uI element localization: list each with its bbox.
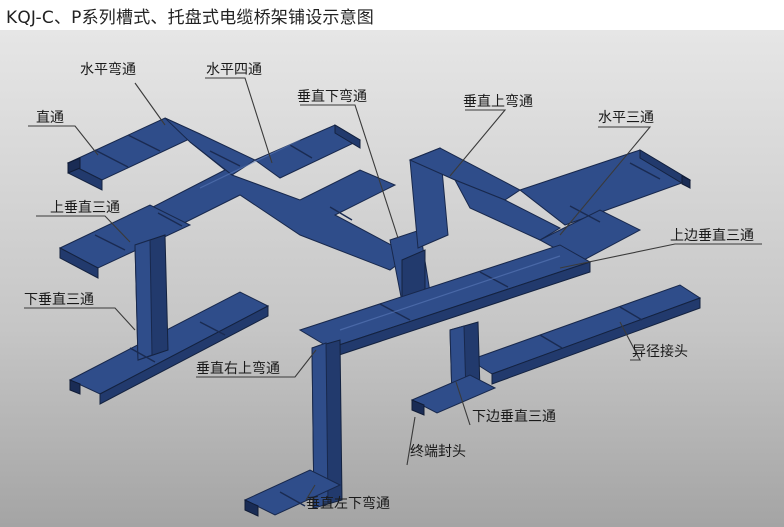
label-vertical-up-elbow: 垂直上弯通: [463, 93, 533, 110]
label-upper-vertical-tee: 上垂直三通: [50, 199, 120, 216]
label-lower-vertical-tee: 下垂直三通: [24, 291, 94, 308]
cable-tray-diagram: 水平弯通 水平四通 直通 垂直下弯通 垂直上弯通 水平三通 上垂直三通 上边垂直…: [0, 30, 784, 527]
component-labels: 水平弯通 水平四通 直通 垂直下弯通 垂直上弯通 水平三通 上垂直三通 上边垂直…: [24, 61, 754, 512]
label-vertical-right-up-elbow: 垂直右上弯通: [196, 360, 280, 377]
top-level-trays: [58, 117, 702, 405]
label-horizontal-cross: 水平四通: [206, 62, 262, 78]
leader-lines: [24, 77, 762, 501]
label-vertical-left-down-elbow: 垂直左下弯通: [306, 495, 390, 512]
vertical-risers: [134, 234, 497, 517]
label-horizontal-elbow: 水平弯通: [80, 61, 136, 78]
label-lower-side-vertical-tee: 下边垂直三通: [472, 408, 556, 425]
label-reducer: 异径接头: [632, 343, 688, 360]
label-end-cap: 终端封头: [410, 444, 466, 460]
label-vertical-down-elbow: 垂直下弯通: [297, 88, 367, 105]
background-panel: [0, 30, 784, 527]
label-straight: 直通: [36, 109, 64, 126]
diagram-title: KQJ-C、P系列槽式、托盘式电缆桥架铺设示意图: [6, 8, 374, 28]
label-horizontal-tee: 水平三通: [598, 110, 654, 126]
label-upper-side-vertical-tee: 上边垂直三通: [670, 227, 754, 244]
tray-joints: [94, 134, 661, 507]
